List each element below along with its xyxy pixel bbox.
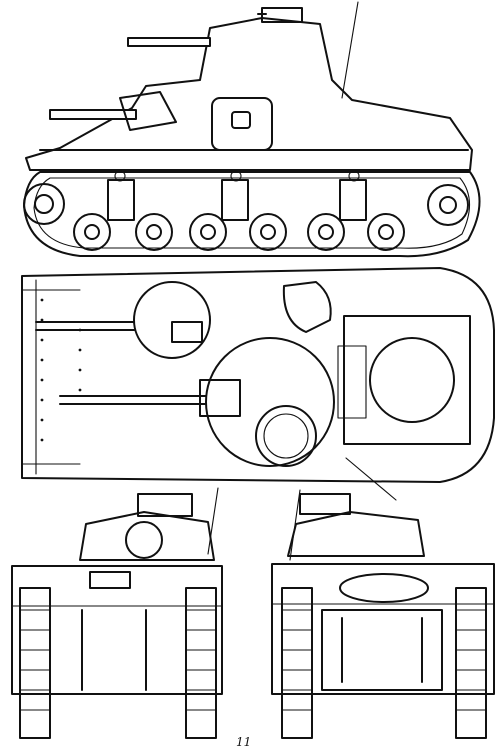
front-track-left (19, 587, 51, 739)
side-view (23, 1, 481, 258)
front-view (11, 487, 223, 739)
rear-track-left (281, 587, 313, 739)
sponson-gun (49, 109, 137, 120)
rear-track-right (455, 587, 487, 739)
turret-ring (205, 337, 335, 467)
rear-cupola (299, 493, 351, 515)
engine-hatch (282, 281, 332, 333)
rear-hull (271, 563, 495, 695)
idler-wheel (427, 184, 469, 226)
front-antenna (207, 487, 219, 555)
page-number: 11 (236, 735, 252, 749)
bogie-units (73, 179, 405, 251)
rear-turret (287, 511, 425, 557)
front-turret (79, 511, 215, 561)
side-hull (25, 17, 473, 171)
antenna (341, 1, 359, 99)
sponson-hatch (133, 281, 211, 359)
top-view (21, 267, 495, 501)
front-hull (11, 565, 223, 695)
drive-sprocket (23, 183, 65, 225)
rear-view (271, 489, 495, 739)
top-hull (21, 267, 495, 483)
front-track-right (185, 587, 217, 739)
top-cupola (255, 405, 317, 467)
turret-gun (127, 37, 211, 47)
side-door (211, 97, 273, 151)
rear-deck (343, 315, 471, 445)
top-rivets (40, 298, 82, 442)
front-cupola (137, 493, 193, 517)
